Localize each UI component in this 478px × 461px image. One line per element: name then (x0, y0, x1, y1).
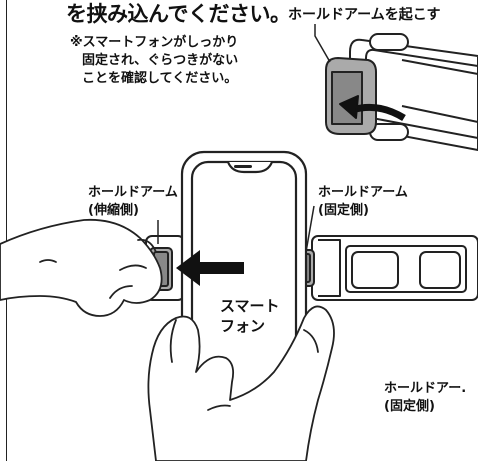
left-hand (0, 218, 163, 317)
leader-lines (157, 205, 315, 253)
label-extend-arm-line1: ホールドアーム (88, 185, 178, 200)
label-fixed-arm-bottom-line1: ホールドアー. (384, 381, 467, 396)
holder-slot-right (419, 251, 461, 289)
caution-note-line-2: 固定され、ぐらつきがない (82, 53, 239, 68)
label-smartphone-line1: スマート (220, 297, 280, 315)
inset-arrow-head (339, 95, 359, 119)
left-border-line (6, 0, 7, 461)
holder-base (311, 235, 478, 301)
label-fixed-arm-bottom-line2: (固定側) (384, 399, 435, 414)
label-extend-arm-line2: (伸縮側) (88, 203, 139, 218)
right-hand (147, 305, 335, 461)
label-smartphone-line2: フォン (220, 317, 266, 335)
push-arrow (176, 250, 244, 286)
leader-fixed (305, 205, 315, 253)
label-fixed-arm-line1: ホールドアーム (318, 185, 408, 200)
caution-note-line-1: ※スマートフォンがしっかり (70, 35, 239, 50)
inset-label: ホールドアームを起こす (288, 7, 441, 23)
label-smartphone: スマート フォン (220, 296, 280, 336)
instruction-heading: を挟み込んでください。 (66, 2, 291, 26)
label-fixed-arm-line2: (固定側) (318, 203, 369, 218)
inset-illustration (314, 24, 478, 151)
label-extend-arm: ホールドアーム (伸縮側) (88, 184, 178, 220)
inset-leader-line (314, 24, 331, 63)
label-fixed-arm-bottom: ホールドアー. (固定側) (384, 380, 466, 416)
caution-note-line-3: ことを確認してください。 (82, 71, 238, 86)
inset-rail (401, 59, 478, 123)
holder-slot-left (351, 251, 399, 289)
inset-slot-top (369, 33, 409, 51)
caution-note: ※スマートフォンがしっかり 固定され、ぐらつきがない ことを確認してください。 (70, 34, 238, 88)
label-fixed-arm: ホールドアーム (固定側) (318, 184, 408, 220)
